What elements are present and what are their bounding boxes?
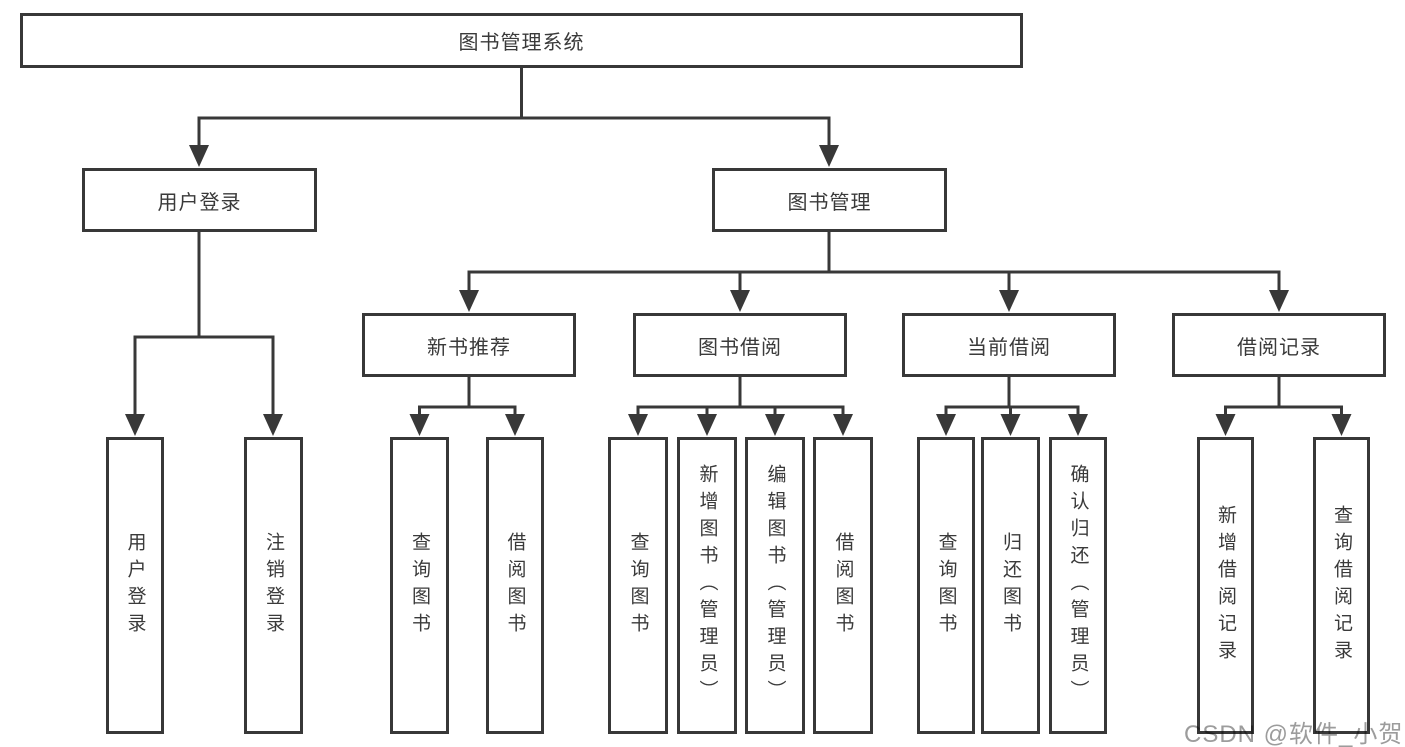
- leaf-borrow-books-borrowing: 借阅图书: [813, 437, 873, 734]
- leaf-query-books-borrowing: 查询图书: [608, 437, 668, 734]
- leaf-borrow-books-recommend: 借阅图书: [486, 437, 544, 734]
- node-user-login: 用户登录: [82, 168, 317, 232]
- node-book-management: 图书管理: [712, 168, 947, 232]
- leaf-edit-books-admin: 编辑图书（管理员）: [745, 437, 805, 734]
- leaf-query-books-recommend: 查询图书: [390, 437, 449, 734]
- leaf-user-login: 用户登录: [106, 437, 164, 734]
- node-new-book-recommendation: 新书推荐: [362, 313, 576, 377]
- node-current-borrowing: 当前借阅: [902, 313, 1116, 377]
- node-book-borrowing: 图书借阅: [633, 313, 847, 377]
- leaf-query-books-current: 查询图书: [917, 437, 975, 734]
- leaf-confirm-return-admin: 确认归还（管理员）: [1049, 437, 1107, 734]
- node-library-management-system: 图书管理系统: [20, 13, 1023, 68]
- leaf-add-borrow-record: 新增借阅记录: [1197, 437, 1254, 734]
- leaf-logout: 注销登录: [244, 437, 303, 734]
- leaf-add-books-admin: 新增图书（管理员）: [677, 437, 737, 734]
- node-borrowing-records: 借阅记录: [1172, 313, 1386, 377]
- csdn-watermark: CSDN @软件_小贺同学: [1184, 721, 1405, 747]
- leaf-query-borrow-record: 查询借阅记录: [1313, 437, 1370, 734]
- leaf-return-books: 归还图书: [981, 437, 1040, 734]
